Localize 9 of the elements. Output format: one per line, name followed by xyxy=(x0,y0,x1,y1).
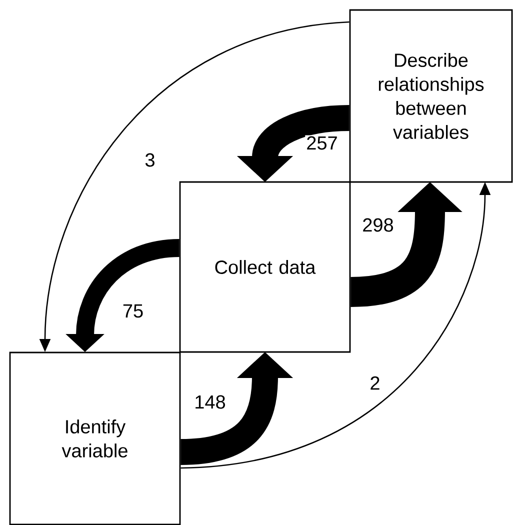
process-box: Describe relationships between variables xyxy=(349,9,513,183)
edge-label: 148 xyxy=(193,394,227,410)
edge-label: 3 xyxy=(144,152,156,168)
edge-label: 257 xyxy=(305,135,339,151)
edge-label: 75 xyxy=(121,303,145,319)
process-box: Collect data xyxy=(179,181,351,353)
edge-label: 2 xyxy=(368,375,382,391)
process-box: Identify variable xyxy=(9,352,181,525)
edge-label: 298 xyxy=(361,217,395,233)
